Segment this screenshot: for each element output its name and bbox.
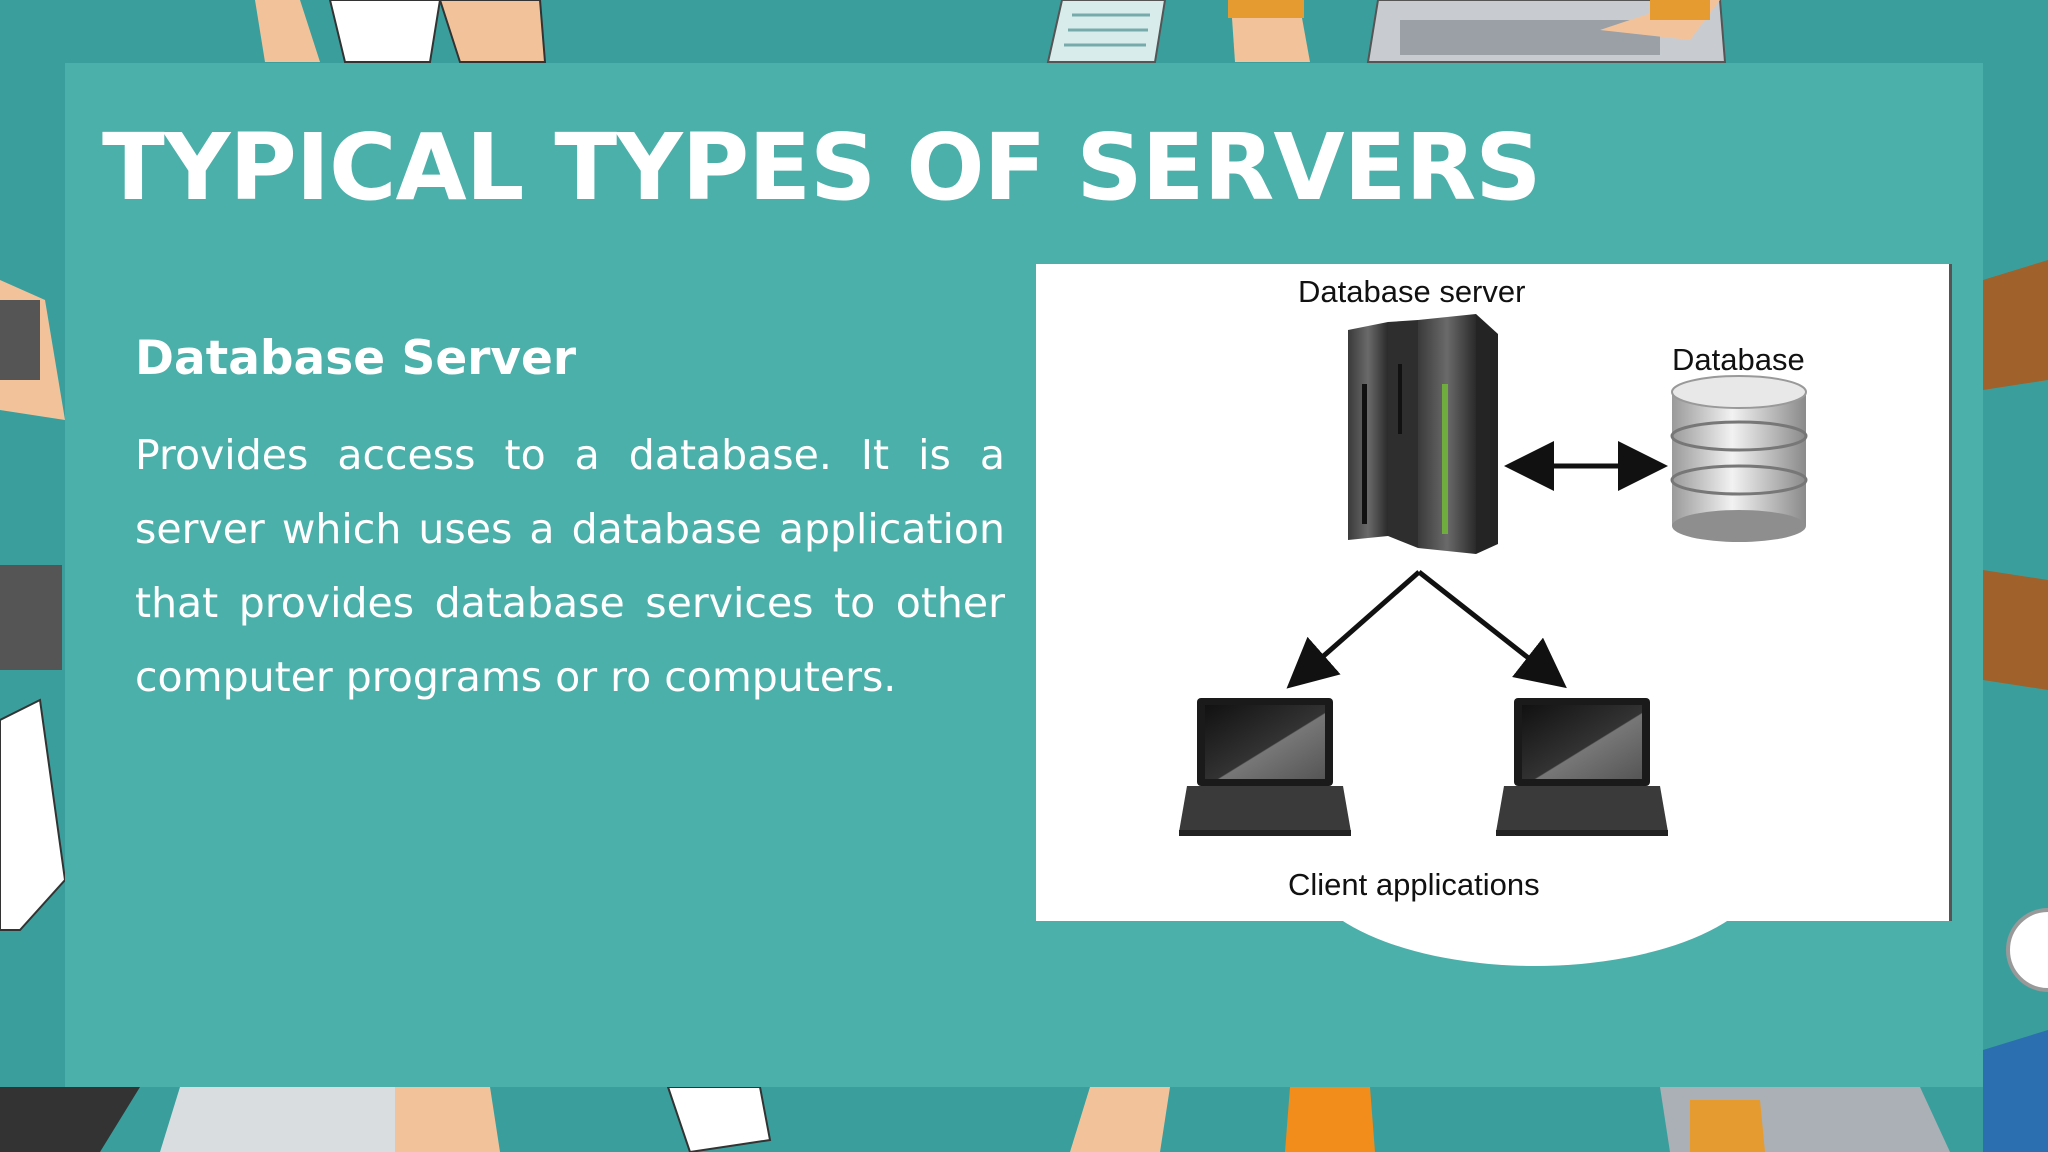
bottom-art	[0, 1086, 1950, 1152]
laptop-icon-right	[1496, 698, 1668, 836]
server-icon	[1348, 314, 1498, 554]
database-icon	[1670, 375, 1808, 542]
laptop-icon-left	[1179, 698, 1351, 836]
top-right-laptop-art	[1366, 0, 1727, 63]
left-side-art	[0, 280, 67, 931]
clients-label: Client applications	[1288, 867, 1540, 902]
top-left-hands-art	[255, 0, 547, 63]
client-arrows	[1286, 570, 1567, 689]
slide-title: TYPICAL TYPES OF SERVERS	[102, 114, 1542, 221]
database-label: Database	[1672, 342, 1805, 377]
database-server-diagram: Database server Database Client applicat…	[1036, 264, 1952, 921]
body-paragraph: Provides access to a database. It is a s…	[135, 431, 1005, 701]
top-document-art	[1046, 0, 1167, 63]
section-heading: Database Server	[135, 331, 577, 386]
server-label: Database server	[1298, 274, 1526, 309]
top-hand-art	[1228, 0, 1310, 62]
right-side-art	[1983, 260, 2048, 1152]
diagram-graphics	[1179, 314, 1808, 836]
